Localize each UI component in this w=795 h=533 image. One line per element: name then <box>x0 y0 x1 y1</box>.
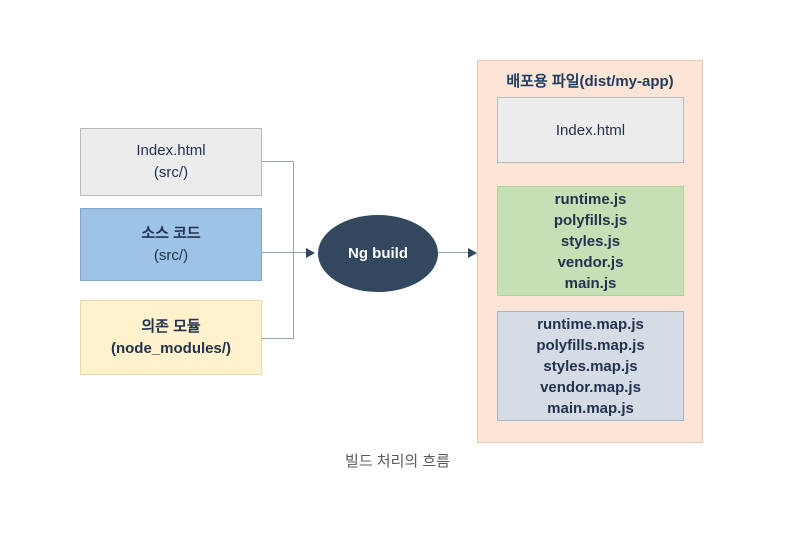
dependency-modules-box: 의존 모듈 (node_modules/) <box>80 300 262 375</box>
file-name: main.js <box>564 274 617 292</box>
file-name: runtime.map.js <box>537 315 644 333</box>
ng-build-node: Ng build <box>318 215 438 292</box>
dist-index-html-box: Index.html <box>497 97 684 163</box>
file-name: styles.js <box>560 232 621 250</box>
box-sublabel: (src/) <box>153 246 189 264</box>
diagram-caption: 빌드 처리의 흐름 <box>345 453 450 470</box>
dist-output-panel: 배포용 파일(dist/my-app) Index.html runtime.j… <box>477 60 703 443</box>
arrow-right-icon <box>468 248 477 258</box>
box-sublabel: (src/) <box>153 164 189 181</box>
file-name: styles.map.js <box>543 357 638 375</box>
box-label: Index.html <box>555 121 626 139</box>
source-code-box: 소스 코드 (src/) <box>80 208 262 281</box>
box-label: Index.html <box>136 142 206 160</box>
dist-sourcemap-files-box: runtime.map.js polyfills.map.js styles.m… <box>497 311 684 421</box>
file-name: main.map.js <box>547 399 634 417</box>
box-label: 소스 코드 <box>141 224 201 242</box>
connector-line-top <box>262 161 293 162</box>
connector-line-output <box>438 252 469 253</box>
box-label: 의존 모듈 <box>141 317 201 335</box>
arrow-right-icon <box>306 248 315 258</box>
dist-panel-title: 배포용 파일(dist/my-app) <box>506 73 674 90</box>
file-name: polyfills.js <box>553 211 628 229</box>
dist-bundle-files-box: runtime.js polyfills.js styles.js vendor… <box>497 186 684 296</box>
ng-build-label: Ng build <box>348 245 408 262</box>
connector-line-vertical <box>293 161 294 339</box>
file-name: vendor.js <box>557 253 624 271</box>
file-name: vendor.map.js <box>540 378 641 396</box>
file-name: polyfills.map.js <box>536 336 645 354</box>
source-index-html-box: Index.html (src/) <box>80 128 262 196</box>
file-name: runtime.js <box>554 190 627 208</box>
connector-line-bottom <box>262 338 293 339</box>
connector-line-middle <box>262 252 307 253</box>
box-sublabel: (node_modules/) <box>110 339 231 357</box>
